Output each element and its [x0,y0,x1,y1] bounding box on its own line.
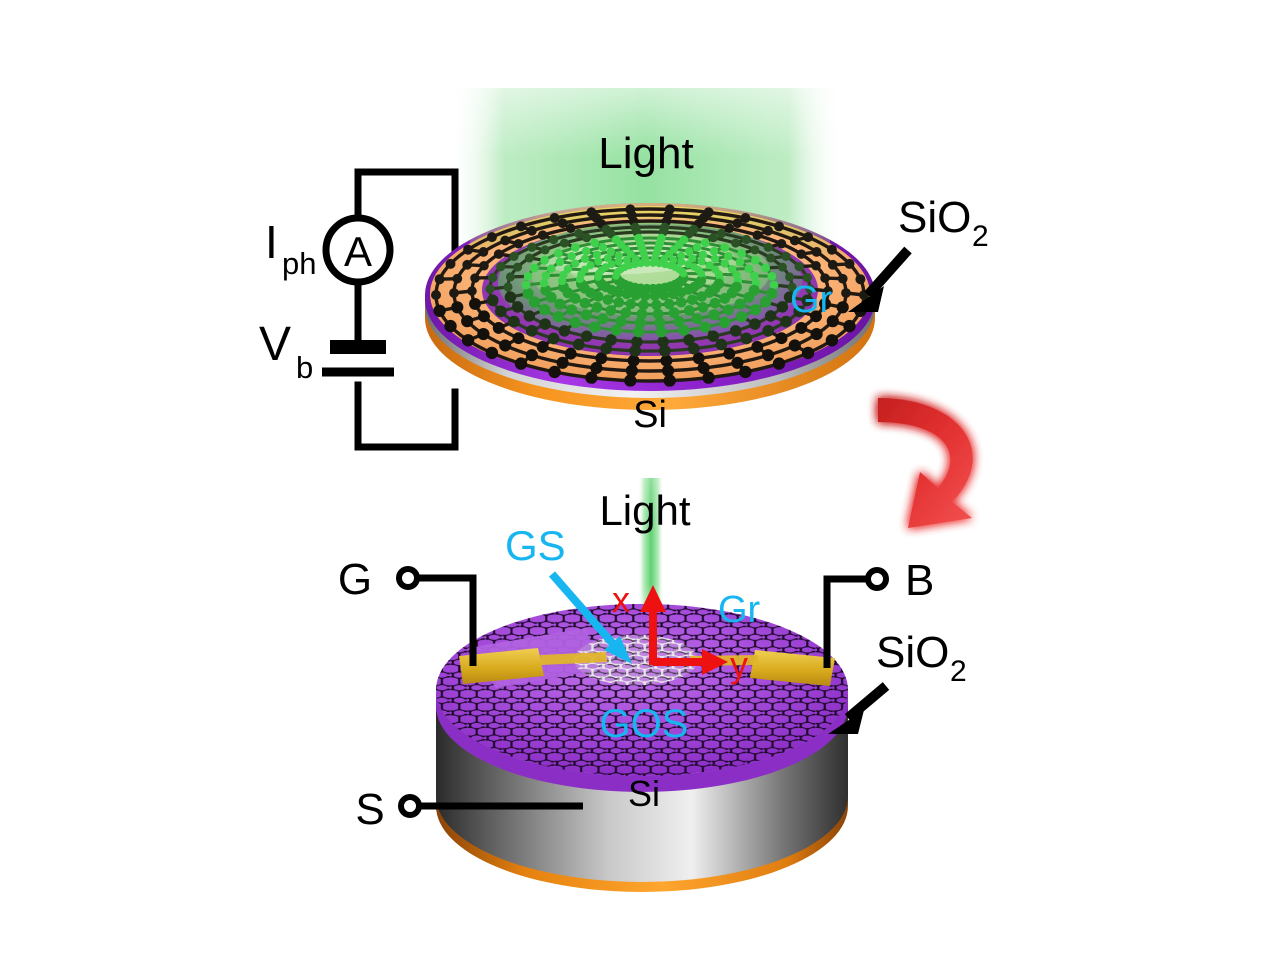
photocurrent-circuit [354,168,459,451]
bottom-oxide-arrow [828,682,890,734]
axis-x-label: x [612,579,630,620]
bias-voltage-label-base: V [259,318,291,371]
photocurrent-label-base: I [265,216,278,268]
bottom-device-disk: Gr GOS Si [436,589,848,892]
graphene-seed-arrow [548,571,632,664]
bottom-oxide-annotation: SiO 2 [828,628,967,734]
bottom-gos-label: GOS [600,702,689,746]
bias-battery [322,340,394,377]
source-terminal-label: S [355,785,384,834]
bottom-light-label: Light [599,487,690,534]
top-oxide-label-base: SiO [898,193,971,242]
bias-voltage-label: V b [259,318,313,385]
top-graphene-label: Gr [790,279,833,321]
photocurrent-label-sub: ph [282,246,316,281]
bottom-oxide-label-sub: 2 [950,655,967,688]
axis-y-label: y [730,644,748,685]
bulk-contact-pad [750,650,835,686]
axis-x: x [612,579,666,665]
gate-contact-pad [459,648,544,684]
top-oxide-label-sub: 2 [972,220,989,253]
ammeter: A [322,214,394,286]
bottom-oxide-label-base: SiO [876,628,949,677]
graphene-seed-annotation: GS [505,522,632,664]
photocurrent-label: I ph [265,216,316,281]
gate-terminal-label: G [338,555,372,604]
bottom-substrate-label: Si [628,773,660,814]
bulk-terminal: B [823,556,934,668]
top-oxide-annotation: SiO 2 [848,193,989,312]
top-graphene-lattice [431,204,869,387]
axis-y: y [653,644,748,685]
source-terminal: S [355,785,583,834]
coordinate-axes: x y [612,579,748,685]
ammeter-symbol: A [344,228,372,275]
top-oxide-arrow [848,246,912,312]
top-substrate-label: Si [633,394,667,436]
graphene-seed-label: GS [505,522,566,569]
gate-terminal: G [338,555,477,666]
bulk-terminal-label: B [905,556,934,605]
bottom-gos-sheet [436,604,848,776]
bottom-graphene-label: Gr [718,589,761,631]
top-device-disk: Gr Si [425,203,875,436]
flip-rotation-arrow [878,398,973,528]
bias-voltage-label-sub: b [296,350,313,385]
top-light-label: Light [598,129,693,178]
